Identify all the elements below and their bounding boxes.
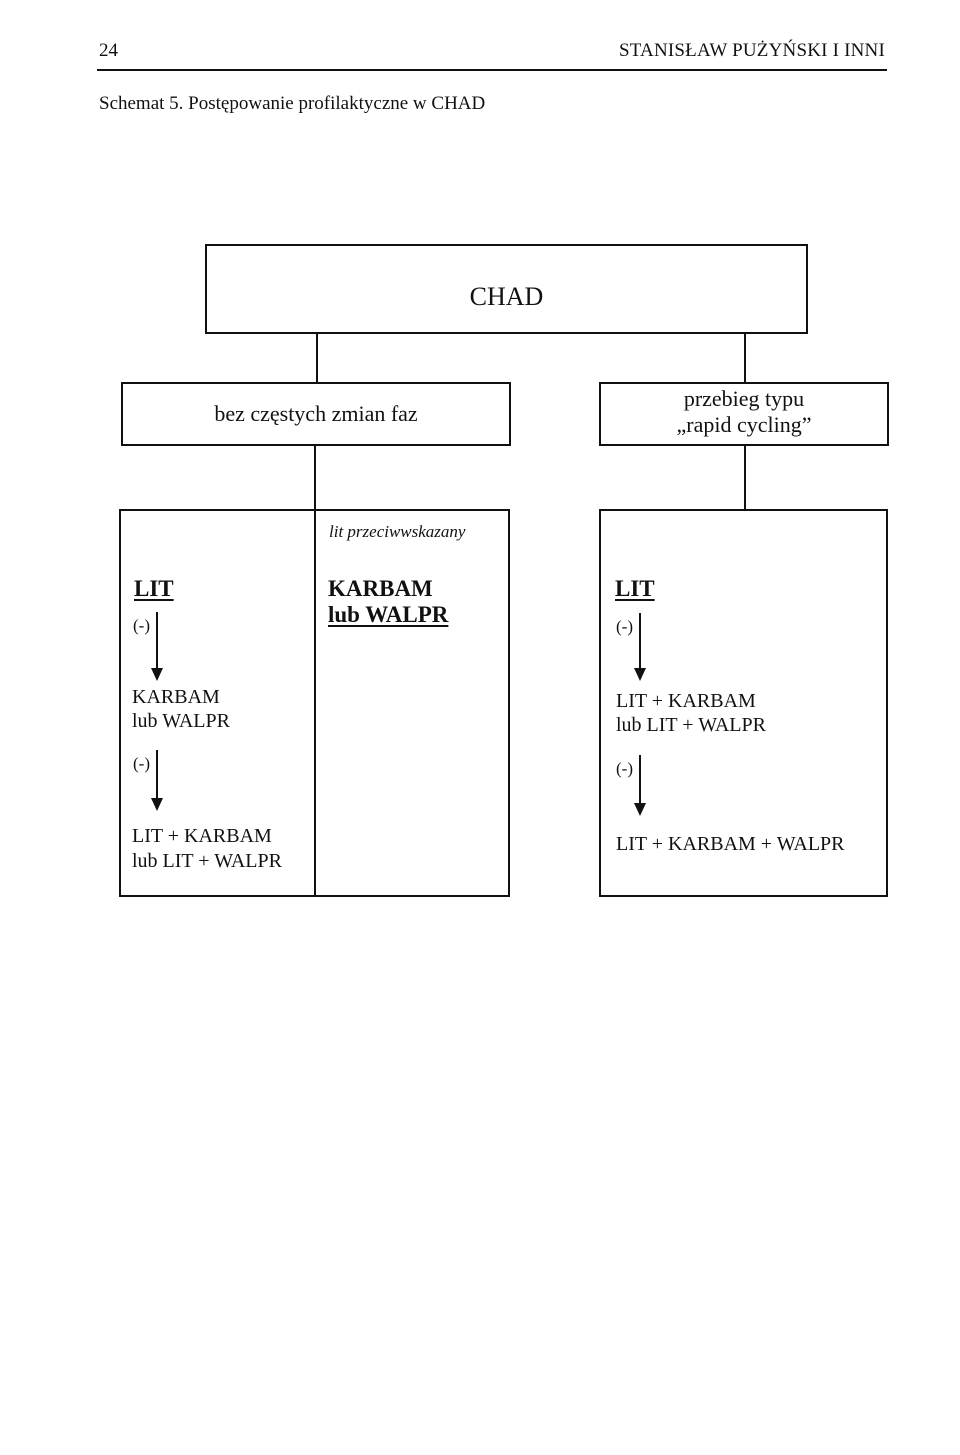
root-label: CHAD: [469, 282, 544, 311]
left-step3-line1: LIT + KARBAM: [132, 825, 272, 847]
right-step2-line2: lub LIT + WALPR: [616, 714, 766, 736]
left-arrow1-head-icon: [151, 668, 163, 681]
right-step2-line1: LIT + KARBAM: [616, 690, 756, 712]
branch-right-label-2: „rapid cycling”: [676, 412, 812, 437]
connector-root-left: [316, 333, 318, 383]
left-arrow2-head-icon: [151, 798, 163, 811]
right-arrow2-shaft: [639, 755, 641, 805]
left-arrow1-shaft: [156, 612, 158, 670]
page-number: 24: [99, 40, 118, 61]
column-divider: [314, 509, 316, 897]
connector-right-branch-down: [744, 445, 746, 510]
left-step2-line2: lub WALPR: [132, 710, 230, 732]
right-start-lit: LIT: [615, 576, 655, 601]
header-rule: [97, 69, 887, 71]
middle-line2: lub WALPR: [328, 602, 449, 627]
left-step3-line2: lub LIT + WALPR: [132, 850, 282, 872]
figure-caption: Schemat 5. Postępowanie profilaktyczne w…: [99, 93, 486, 114]
right-arrow1-shaft: [639, 613, 641, 670]
contraindication-note: lit przeciwwskazany: [329, 522, 466, 541]
branch-box-no-frequent-changes: bez częstych zmian faz: [121, 382, 511, 446]
bottom-right-box: [599, 509, 888, 897]
left-start-lit: LIT: [134, 576, 174, 601]
left-step2-line1: KARBAM: [132, 686, 220, 708]
right-arrow2-label: (-): [616, 759, 633, 778]
running-head: STANISŁAW PUŻYŃSKI I INNI: [618, 40, 885, 61]
connector-root-right: [744, 333, 746, 383]
right-arrow1-head-icon: [634, 668, 646, 681]
left-arrow2-shaft: [156, 750, 158, 800]
branch-box-rapid-cycling: przebieg typu „rapid cycling”: [599, 382, 889, 446]
right-arrow2-head-icon: [634, 803, 646, 816]
left-arrow1-label: (-): [133, 616, 150, 635]
root-box-chad: CHAD: [205, 244, 808, 334]
middle-line1: KARBAM: [328, 576, 433, 601]
branch-left-label: bez częstych zmian faz: [214, 401, 418, 426]
right-step3: LIT + KARBAM + WALPR: [616, 833, 845, 855]
branch-right-label-1: przebieg typu: [683, 386, 805, 411]
left-arrow2-label: (-): [133, 754, 150, 773]
right-arrow1-label: (-): [616, 617, 633, 636]
connector-left-branch-down: [314, 445, 316, 510]
